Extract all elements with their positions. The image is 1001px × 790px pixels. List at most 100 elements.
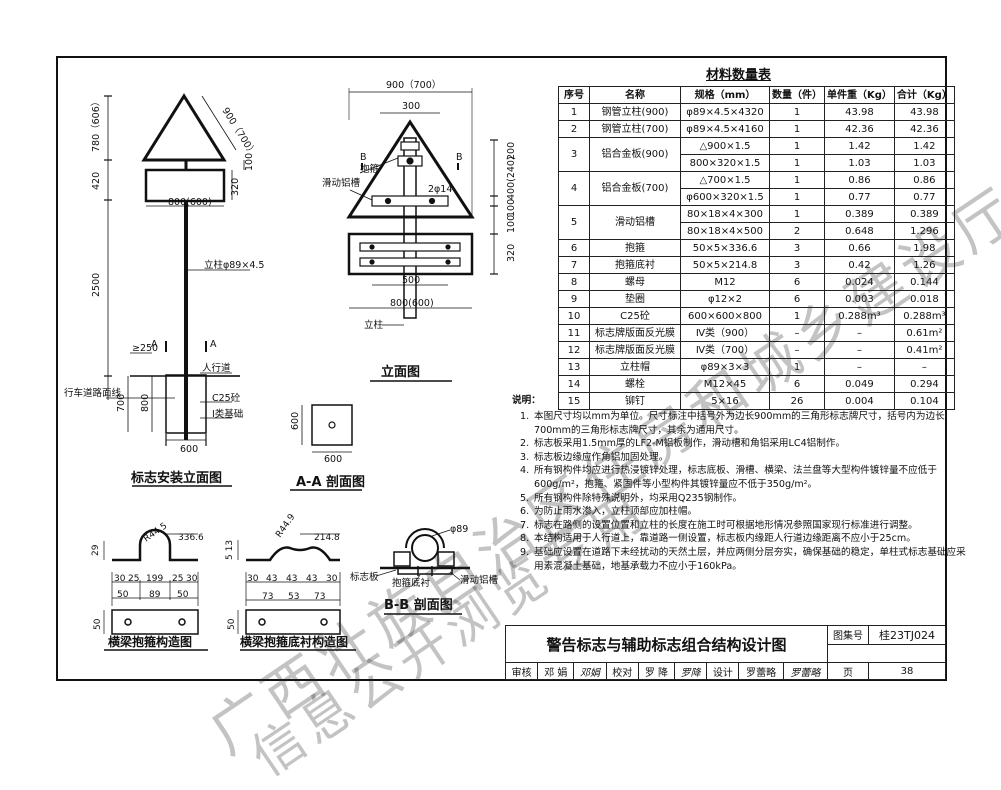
table-cell-qty: – xyxy=(769,324,825,342)
table-cell-qty: 1 xyxy=(769,358,825,376)
table-cell-name: 钢管立柱(900) xyxy=(589,103,681,121)
front-dim-500: 500 xyxy=(402,275,420,286)
note-number: 5. xyxy=(520,492,530,504)
clamp-dim-25a: 25 xyxy=(128,574,139,584)
liner-title: 横梁抱箍底衬构造图 xyxy=(240,634,348,649)
note-number: 4. xyxy=(520,465,530,477)
note-text: 标志板采用1.5mm厚的LF2-M铝板制作，滑动槽和角铝采用LC4铝制作。 xyxy=(534,438,846,450)
dim-2500: 2500 xyxy=(91,273,102,297)
post-label: 立柱φ89×4.5 xyxy=(204,259,264,271)
table-cell-no: 15 xyxy=(558,392,590,410)
table-cell-spec: Ⅳ类（900） xyxy=(680,324,770,342)
table-cell-total: 1.26 xyxy=(893,256,955,274)
table-cell-spec: 80×18×4×300 xyxy=(680,205,770,223)
notes-heading: 说明： xyxy=(512,395,541,406)
liner-dim-50-vertical: 50 xyxy=(227,618,237,630)
note-item: 9. 基础应设置在道路下未经扰动的天然土层，并应两侧分层夯实，确保基础的稳定，单柱… xyxy=(520,546,970,573)
front-dim-100b: 100 xyxy=(506,215,517,233)
table-cell-qty2: 1 xyxy=(769,188,825,206)
table-cell-qty: 1 xyxy=(769,103,825,121)
front-dim-100a: 100 xyxy=(506,199,517,217)
table-cell-total2: 1.296 xyxy=(893,222,955,240)
table-cell-total: 0.41m² xyxy=(893,341,955,359)
table-cell-qty: 26 xyxy=(769,392,825,410)
clamp-detail xyxy=(103,528,208,651)
table-cell-no: 13 xyxy=(558,358,590,376)
foundation-label: Ⅰ类基础 xyxy=(212,408,243,420)
dim-5-13: 5 13 xyxy=(225,540,235,560)
table-cell-total2: 0.77 xyxy=(893,188,955,206)
installation-elevation xyxy=(104,93,250,487)
table-cell-total: 0.104 xyxy=(893,392,955,410)
table-header: 序号 名称 规格（mm） 数量（件） 单件重（Kg） 合计（Kg） xyxy=(558,86,955,104)
table-cell-no: 10 xyxy=(558,307,590,325)
atlas-number: 桂23TJ024 xyxy=(868,625,946,645)
triangle-sign xyxy=(141,93,227,162)
table-cell-qty: 3 xyxy=(769,256,825,274)
dim-420: 420 xyxy=(91,172,102,190)
table-cell-name: 标志牌版面反光膜 xyxy=(589,341,681,359)
table-cell-name: 抱箍 xyxy=(589,239,681,257)
table-cell-no: 4 xyxy=(558,171,590,206)
table-cell-no: 12 xyxy=(558,341,590,359)
note-item: 3.标志板边缘应作角铝加固处理。 xyxy=(520,451,970,465)
note-item: 8.本结构适用于人行道上，靠道路一侧设置，标志板内缘距人行道边缘距离不应小于25… xyxy=(520,532,970,546)
clamp-dim-199: 199 xyxy=(146,574,163,584)
atlas-blank xyxy=(827,643,946,663)
header-no: 序号 xyxy=(558,86,590,104)
table-cell-total: 0.144 xyxy=(893,273,955,291)
liner-dim-73b: 73 xyxy=(314,592,325,602)
table-cell-spec: 600×600×800 xyxy=(680,307,770,325)
note-text: 本结构适用于人行道上，靠道路一侧设置，标志板内缘距人行道边缘距离不应小于25cm… xyxy=(534,533,916,545)
aa-dim-600-vertical: 600 xyxy=(290,412,301,430)
table-cell-no: 14 xyxy=(558,375,590,393)
note-text: 所有钢构件均应进行热浸镀锌处理，标志底板、滑槽、横梁、法兰盘等大型构件镀锌量不应… xyxy=(534,465,937,490)
table-cell-unit: 0.004 xyxy=(824,392,895,410)
table-cell-total: 0.86 xyxy=(893,171,955,189)
note-number: 2. xyxy=(520,438,530,450)
note-text: 标志板边缘应作角铝加固处理。 xyxy=(534,451,669,463)
note-text: 标志在路侧的设置位置和立柱的长度在施工时可根据地形情况参照国家现行标准进行调整。 xyxy=(534,519,918,531)
table-cell-name: 标志牌版面反光膜 xyxy=(589,324,681,342)
dim-29: 29 xyxy=(91,544,101,556)
note-text: 本图尺寸均以mm为单位。尺寸标注中括号外为边长900mm的三角形标志牌尺寸，括号… xyxy=(534,411,945,436)
dim-320: 320 xyxy=(230,178,241,196)
table-cell-no: 11 xyxy=(558,324,590,342)
section-a-right: A xyxy=(210,339,217,350)
table-cell-no: 5 xyxy=(558,205,590,240)
note-number: 7. xyxy=(520,519,530,531)
table-cell-unit: 0.389 xyxy=(824,205,895,223)
note-number: 9. xyxy=(520,546,530,558)
table-cell-unit: 0.288m³ xyxy=(824,307,895,325)
table-cell-qty: – xyxy=(769,341,825,359)
section-aa xyxy=(290,404,362,491)
section-bb xyxy=(375,528,470,615)
table-cell-total: 1.42 xyxy=(893,137,955,155)
note-item: 7. 标志在路侧的设置位置和立柱的长度在施工时可根据地形情况参照国家现行标准进行调… xyxy=(520,519,970,533)
front-elevation xyxy=(346,88,498,382)
table-cell-unit: 0.42 xyxy=(824,256,895,274)
table-cell-qty: 6 xyxy=(769,375,825,393)
liner-dim-43c: 43 xyxy=(306,574,317,584)
review-label: 审核 xyxy=(504,662,539,680)
table-cell-total: 0.018 xyxy=(893,290,955,308)
table-cell-unit: 1.42 xyxy=(824,137,895,155)
table-cell-unit: 0.86 xyxy=(824,171,895,189)
table-cell-qty: 1 xyxy=(769,171,825,189)
front-dim-300: 300 xyxy=(402,101,420,112)
dim-2phi14: 2φ14 xyxy=(428,184,452,195)
liner-dim-43a: 43 xyxy=(266,574,277,584)
header-spec: 规格（mm） xyxy=(680,86,770,104)
note-number: 6. xyxy=(520,506,530,518)
table-cell-unit2: 0.648 xyxy=(824,222,895,240)
liner-dim-73a: 73 xyxy=(262,592,273,602)
note-text: 基础应设置在道路下未经扰动的天然土层，并应两侧分层夯实，确保基础的稳定，单柱式标… xyxy=(534,546,966,572)
